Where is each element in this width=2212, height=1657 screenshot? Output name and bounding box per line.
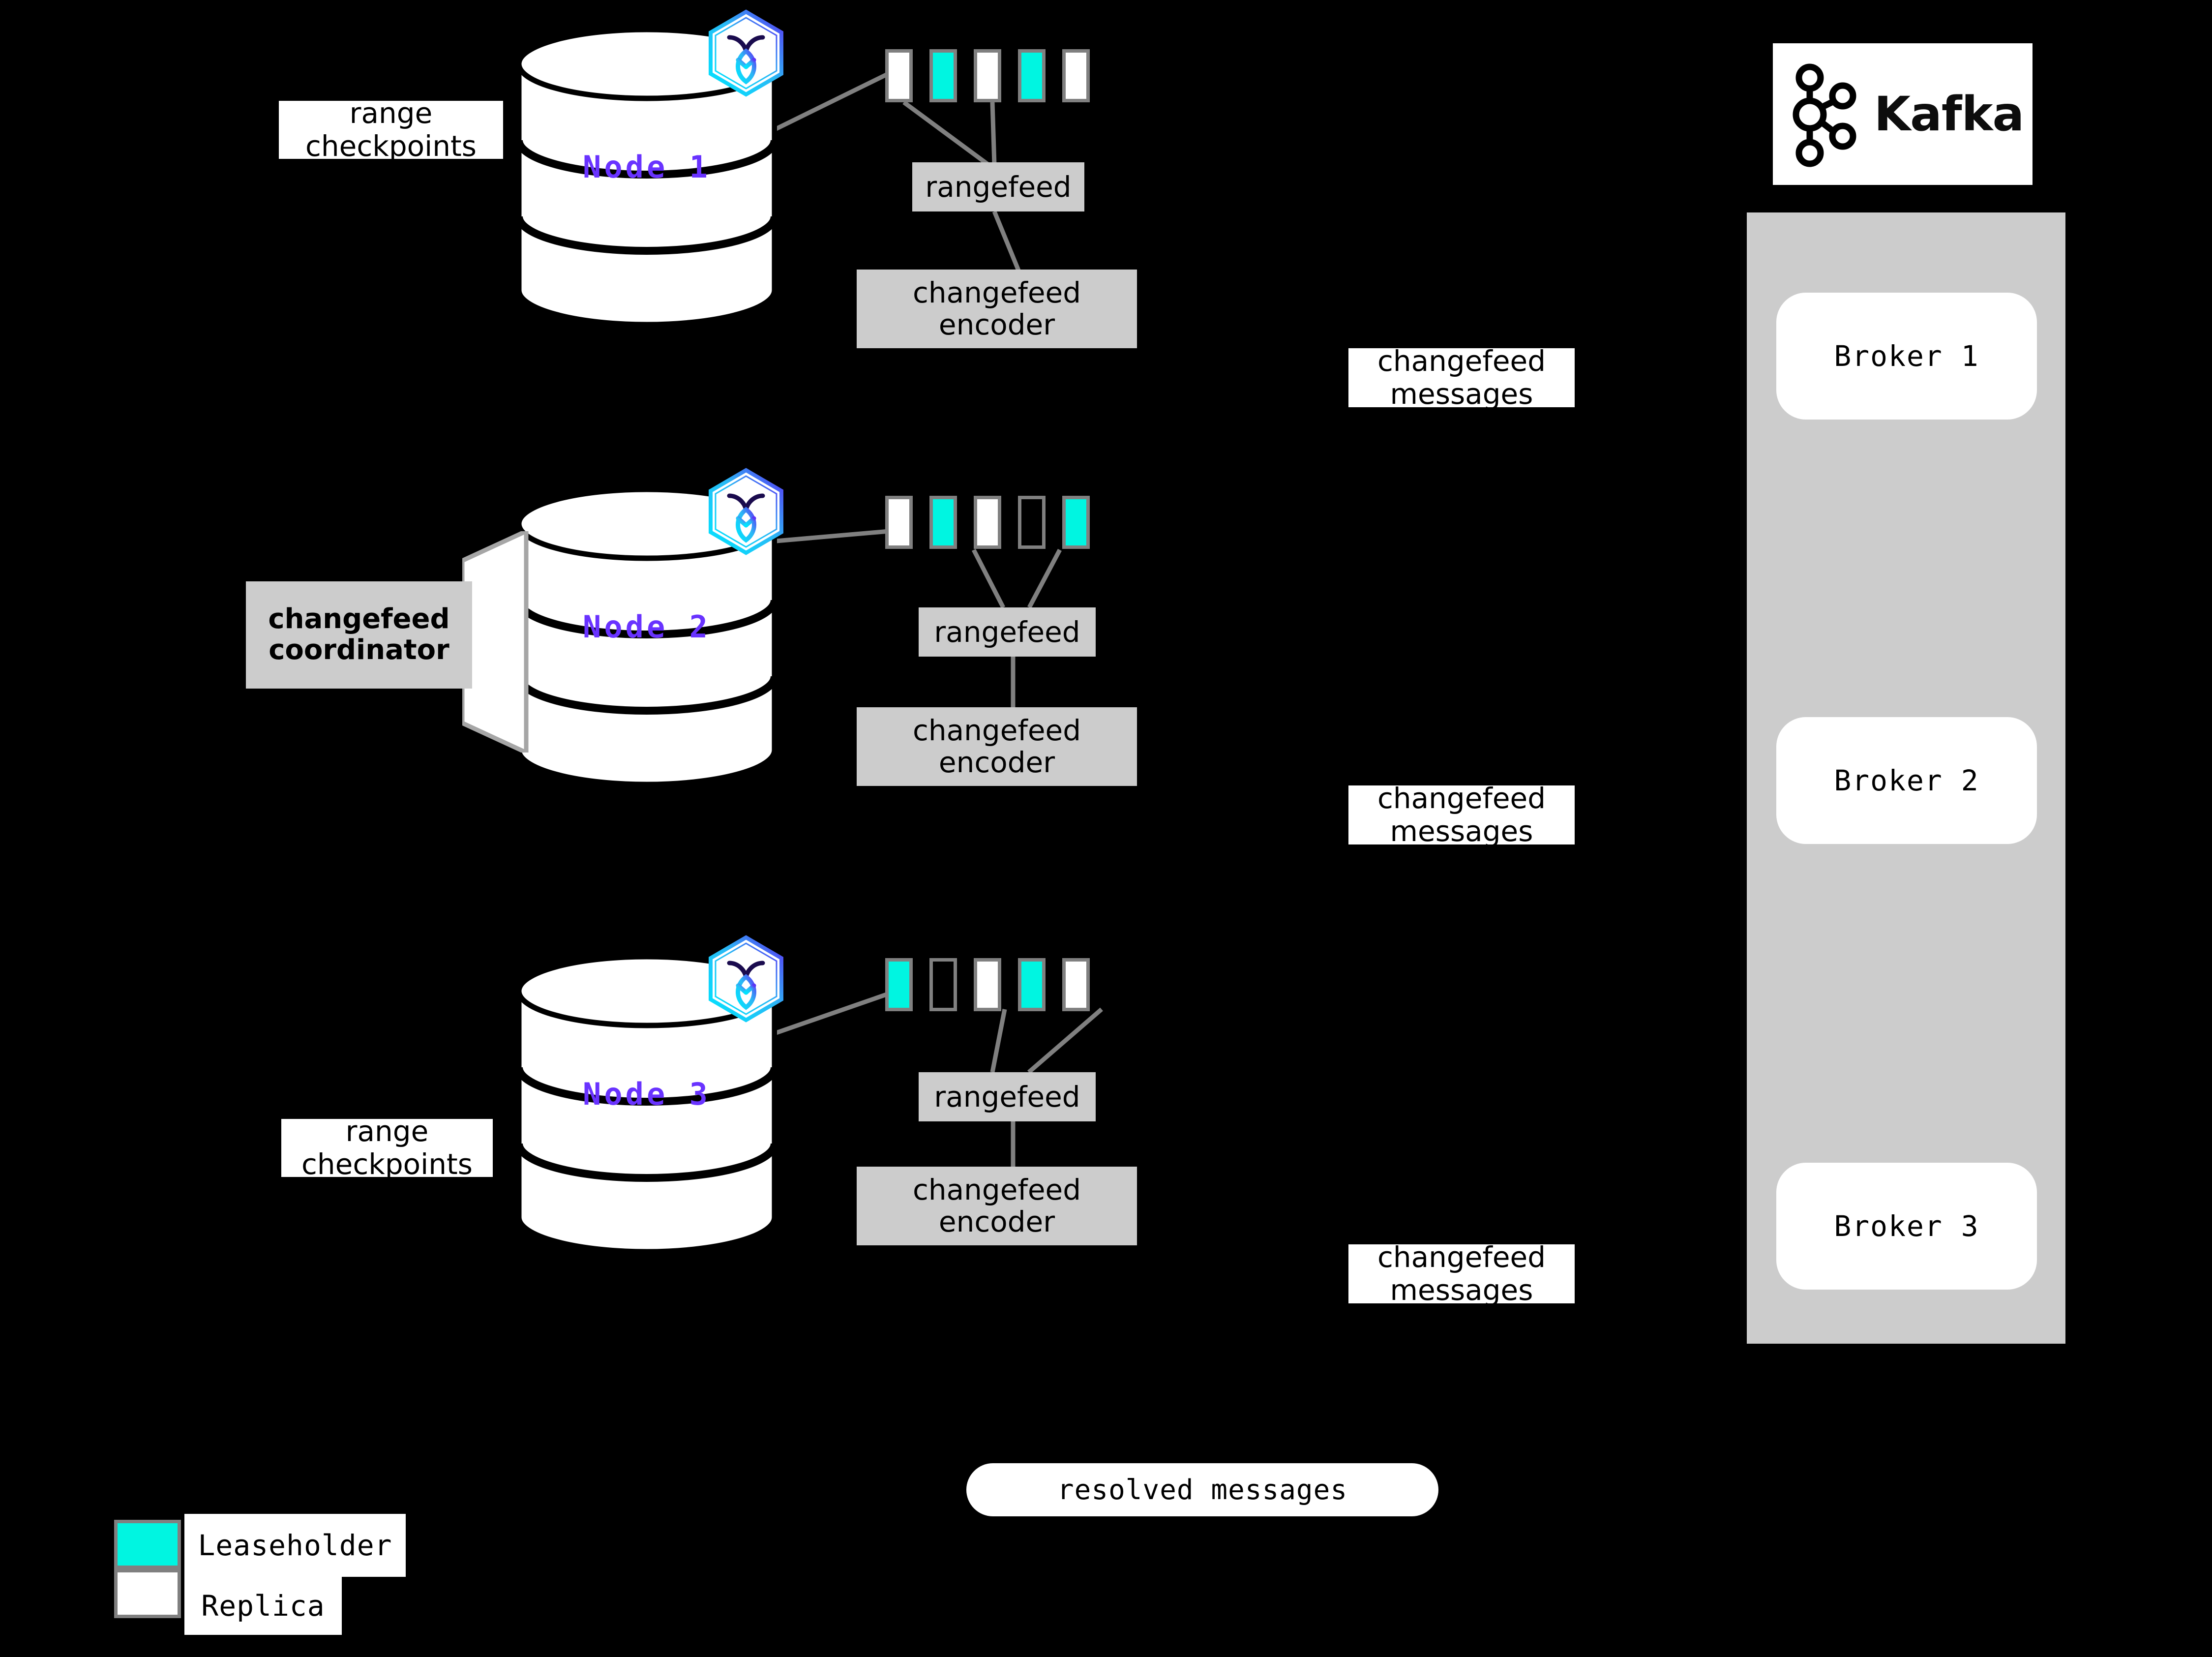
kafka-node-graph-icon (1793, 63, 1856, 167)
resolved-messages-pill: resolved messages (966, 1463, 1438, 1516)
node-3-rangefeed-box[interactable]: rangefeed (919, 1072, 1096, 1121)
changefeed-messages-label-2: changefeed messages (1348, 785, 1575, 844)
leaseholder-cell[interactable] (1018, 49, 1046, 102)
broker-2[interactable]: Broker 2 (1776, 717, 2037, 844)
broker-1[interactable]: Broker 1 (1776, 293, 2037, 420)
empty-cell[interactable] (929, 958, 957, 1011)
range-checkpoints-label-top: range checkpoints (279, 101, 503, 159)
leaseholder-cell[interactable] (1018, 958, 1046, 1011)
node-2-label: Node 2 (583, 609, 711, 645)
changefeed-coordinator-box[interactable]: changefeed coordinator (246, 581, 472, 689)
leaseholder-cell[interactable] (885, 958, 913, 1011)
cockroachdb-logo-icon (707, 934, 785, 1023)
node-1-label: Node 1 (583, 149, 711, 185)
broker-3[interactable]: Broker 3 (1776, 1163, 2037, 1290)
coordinator-callout-pointer (462, 531, 529, 753)
node-3-label: Node 3 (583, 1076, 711, 1112)
cockroachdb-logo-icon (707, 9, 785, 97)
legend-label-replica: Replica (184, 1577, 342, 1635)
replica-cell[interactable] (974, 496, 1001, 549)
node-2-changefeed-encoder-box[interactable]: changefeed encoder (857, 707, 1137, 786)
cockroachdb-logo-icon (707, 467, 785, 556)
node-3-changefeed-encoder-box[interactable]: changefeed encoder (857, 1167, 1137, 1245)
node-3-cylinder: Node 3 (516, 954, 777, 1254)
range-checkpoints-label-bottom: range checkpoints (281, 1119, 493, 1177)
replica-cell[interactable] (1062, 958, 1090, 1011)
replica-cell[interactable] (885, 496, 913, 549)
replica-cell[interactable] (1062, 49, 1090, 102)
leaseholder-cell[interactable] (1062, 496, 1090, 549)
node-2-rangefeed-box[interactable]: rangefeed (919, 607, 1096, 657)
kafka-wordmark: Kafka (1874, 87, 2025, 142)
node-2-cylinder: Node 2 (516, 487, 777, 787)
legend-label-leaseholder: Leaseholder (184, 1514, 406, 1577)
changefeed-messages-label-1: changefeed messages (1348, 348, 1575, 407)
node-1-changefeed-encoder-box[interactable]: changefeed encoder (857, 270, 1137, 348)
leaseholder-cell[interactable] (929, 49, 957, 102)
replica-cell[interactable] (974, 49, 1001, 102)
node-2-replica-row (885, 496, 1090, 549)
kafka-logo-card: Kafka (1773, 43, 2033, 185)
node-3-replica-row (885, 958, 1090, 1011)
changefeed-messages-label-3: changefeed messages (1348, 1244, 1575, 1303)
leaseholder-cell[interactable] (929, 496, 957, 549)
empty-cell[interactable] (1018, 496, 1046, 549)
legend-swatch-leaseholder (114, 1520, 181, 1569)
replica-cell[interactable] (885, 49, 913, 102)
replica-cell[interactable] (974, 958, 1001, 1011)
node-1-rangefeed-box[interactable]: rangefeed (912, 162, 1084, 211)
legend-swatch-replica (114, 1569, 181, 1618)
node-1-replica-row (885, 49, 1090, 102)
kafka-inbound-arrowhead (2065, 330, 2106, 355)
